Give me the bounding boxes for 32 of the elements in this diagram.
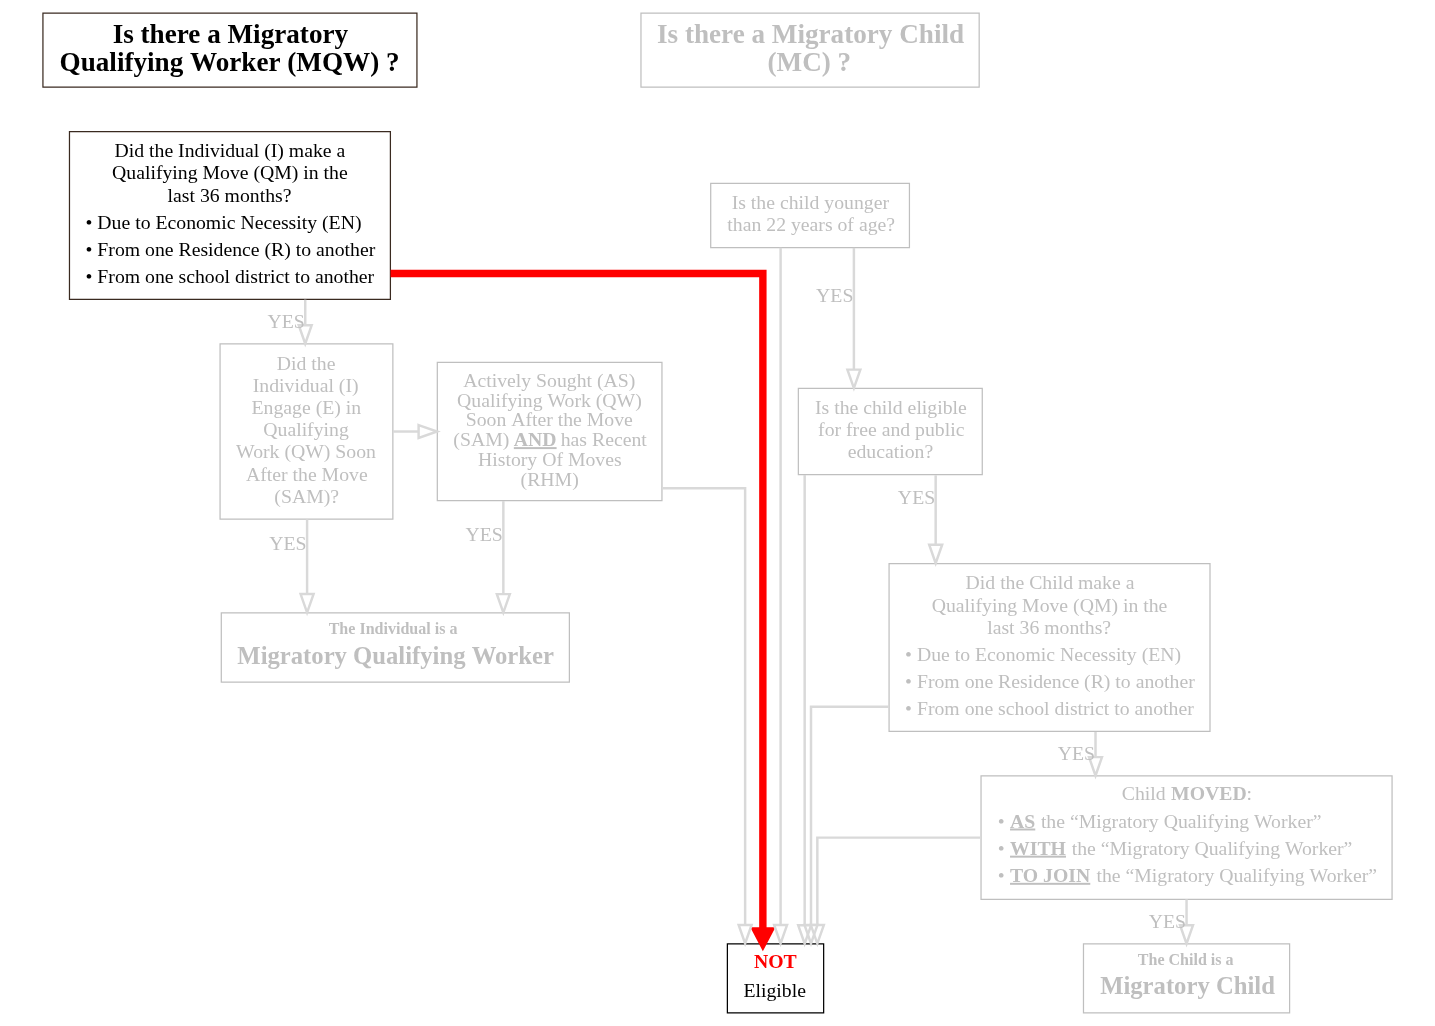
arrow — [927, 475, 944, 567]
arrow — [495, 501, 512, 617]
arrow — [1087, 732, 1104, 780]
arrow — [809, 836, 981, 948]
node-box: NOT Eligible — [726, 943, 825, 1014]
node-box: Actively Sought (AS) Qualifying Work (QW) Soon After the Move (SAM) AND has Recent History Of Moves (RHM) — [436, 361, 663, 502]
node-box: Is the child younger than 22 years of age? — [710, 182, 911, 249]
node-box: Is there a Migratory Qualifying Worker (MQW) ? — [42, 12, 418, 88]
arrow — [772, 247, 789, 948]
edge-label: YES — [267, 310, 305, 333]
arrow — [1178, 899, 1195, 948]
edge-label: YES — [269, 532, 307, 555]
edge-label: YES — [1057, 742, 1096, 765]
node-box: The Individual is a Migratory Qualifying Worker — [220, 612, 570, 683]
node-box: Did the Individual (I) make a Qualifying Move (QM) in the last 36 months? • Due to Economic Necessity (EN) • From one Residence (R) to another • From one school district to another — [68, 130, 391, 301]
arrow — [802, 705, 889, 948]
node-box: Is there a Migratory Child (MC) ? — [640, 12, 980, 88]
arrow — [298, 519, 316, 617]
node-box: Child MOVED: • AS the “Migratory Qualifying Worker” • WITH the “Migratory Qualifying Worker” • TO JOIN the “Migratory Qualifying Worker” — [980, 775, 1393, 900]
arrow — [297, 299, 314, 348]
arrow — [796, 474, 813, 948]
arrow — [392, 423, 441, 440]
arrow — [845, 247, 863, 392]
node-box: Is the child eligible for free and public education? — [797, 387, 983, 476]
edge-label: YES — [1148, 910, 1187, 933]
node-box: Did the Child make a Qualifying Move (QM) in the last 36 months? • Due to Economic Necessity (EN) • From one Residence (R) to another • From one school district to another — [888, 563, 1211, 733]
edge-label: YES — [816, 284, 854, 307]
edge-label: YES — [465, 523, 503, 546]
node-box: Did the Individual (I) Engage (E) in Qualifying Work (QW) Soon After the Move (SAM)? — [219, 343, 394, 520]
arrow — [662, 487, 754, 948]
edge-label: YES — [897, 485, 936, 508]
node-box: The Child is a Migratory Child — [1082, 943, 1291, 1014]
